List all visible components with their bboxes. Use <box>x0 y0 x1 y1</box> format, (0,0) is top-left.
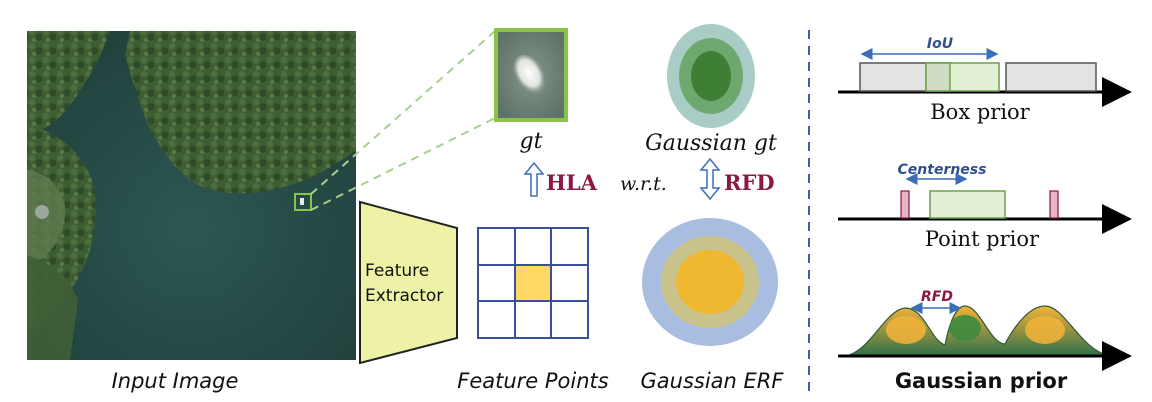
rfd-double-arrow <box>699 157 721 201</box>
feature-grid <box>477 227 589 339</box>
gaussian-erf-graphic <box>642 218 778 346</box>
rfd-label: RFD <box>724 170 775 195</box>
feature-extractor-line1: Feature <box>365 261 429 281</box>
gt-crop <box>494 28 568 122</box>
point-prior-label: Point prior <box>925 227 1040 251</box>
hla-arrow <box>523 161 545 197</box>
gaussian-erf-caption: Gaussian ERF <box>641 369 785 393</box>
hla-label: HLA <box>546 170 598 195</box>
point-prior-metric: Centerness <box>898 162 987 178</box>
center-cell <box>515 265 551 301</box>
input-image-caption: Input Image <box>112 369 239 393</box>
box-prior-panel <box>838 48 1132 107</box>
gt-label: gt <box>520 129 543 154</box>
gaussian-gt-label: Gaussian gt <box>645 131 777 156</box>
box-prior-label: Box prior <box>930 100 1030 124</box>
gaussian-prior-metric: RFD <box>921 289 953 305</box>
gaussian-prior-panel <box>838 302 1132 371</box>
gaussian-gt-graphic <box>667 24 755 128</box>
feature-extractor-line2: Extractor <box>365 286 443 306</box>
point-prior-panel <box>838 173 1132 234</box>
zoom-line-bottom <box>310 117 496 211</box>
input-image <box>27 31 356 360</box>
feature-extractor <box>359 200 458 365</box>
wrt-label: w.r.t. <box>620 173 667 195</box>
gaussian-prior-label: Gaussian prior <box>895 369 1068 393</box>
box-prior-metric: IoU <box>927 36 954 52</box>
feature-points-caption: Feature Points <box>457 369 609 393</box>
